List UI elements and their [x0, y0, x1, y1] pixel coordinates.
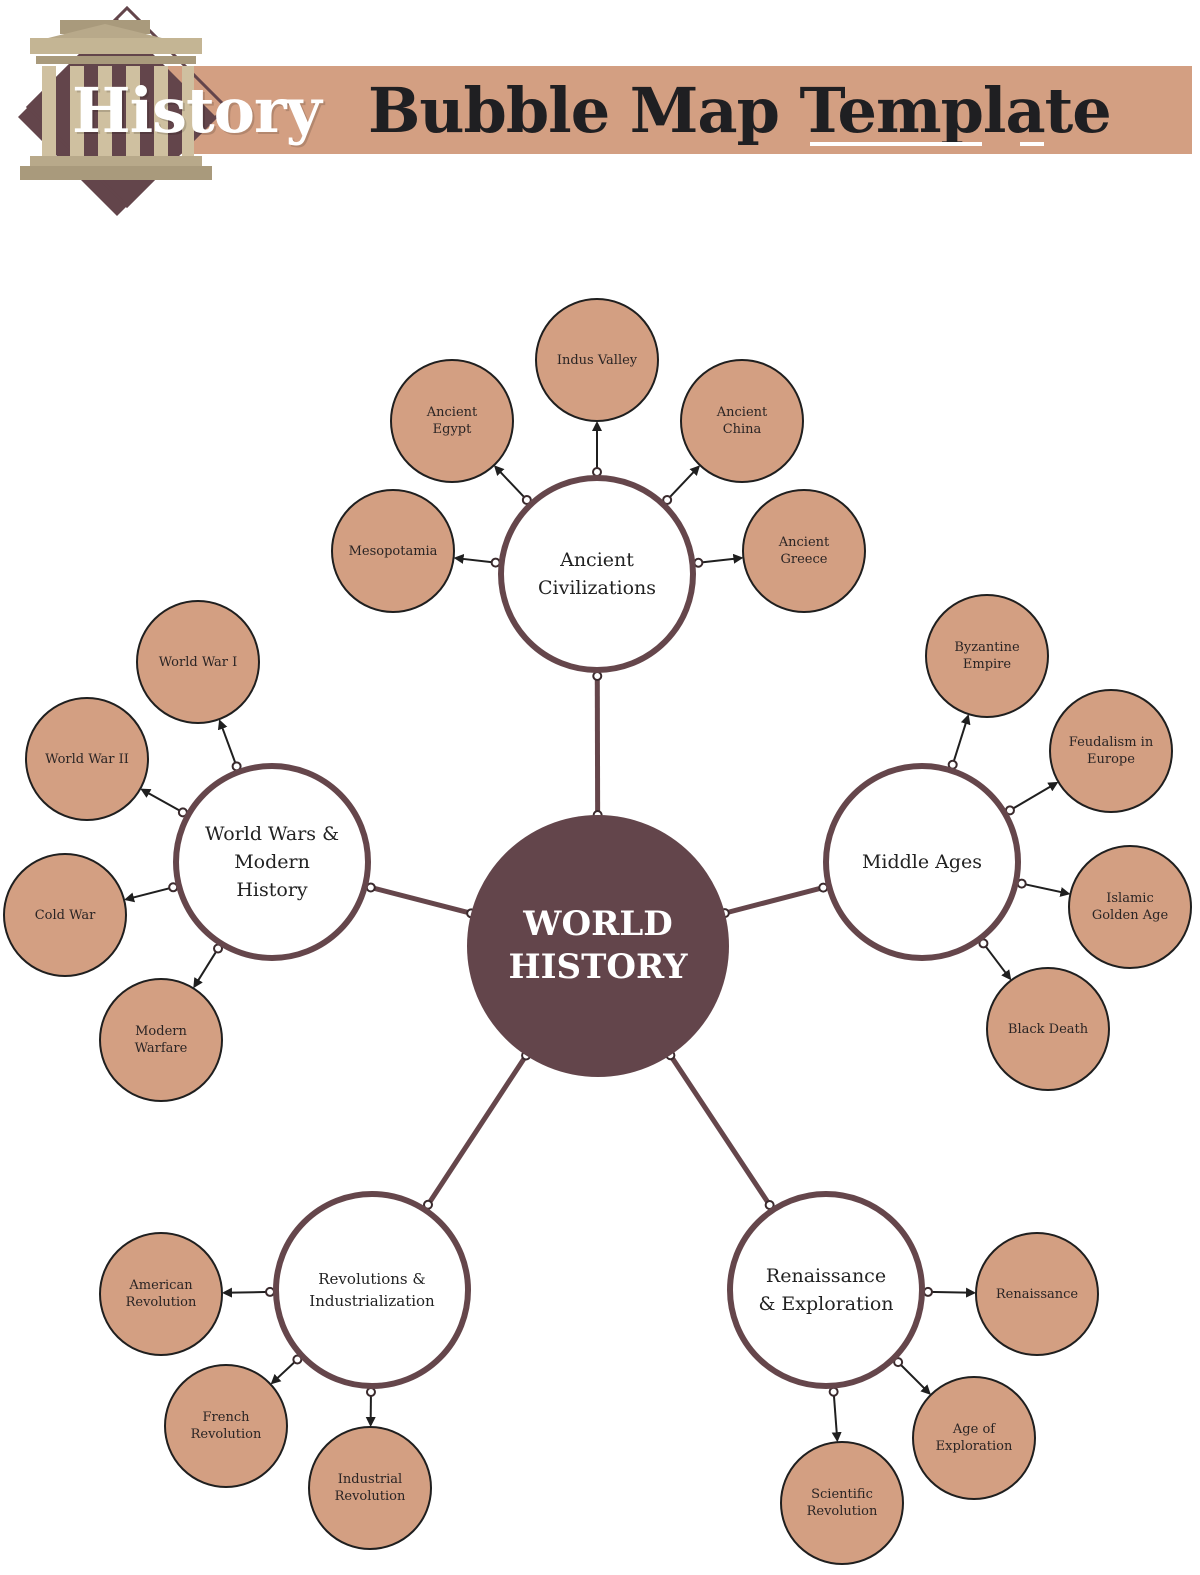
center-label-line2: HISTORY	[508, 947, 688, 987]
subtopic-label: Black Death	[1007, 1021, 1089, 1037]
spoke-line-t3	[425, 1054, 529, 1207]
arrow-s4-2	[124, 886, 174, 903]
subtopic-label: Ancient Egypt	[426, 405, 478, 437]
subtopic-label: Industrial Revolution	[334, 1472, 406, 1504]
topic-label: World Wars & Modern History	[204, 823, 340, 901]
topic-label: Middle Ages	[861, 851, 983, 873]
subtopic-label: Ancient China	[716, 405, 768, 437]
arrow-s0-3	[666, 465, 701, 501]
subtopic-label: Mesopotamia	[348, 543, 438, 559]
spoke-line-t2	[668, 1053, 772, 1207]
subtopic-label: Scientific Revolution	[806, 1487, 878, 1519]
topic-revolutions-industrialization[interactable]: Revolutions & Industrialization	[273, 1191, 471, 1389]
subtopic-label: French Revolution	[190, 1410, 262, 1442]
arrow-s4-1	[140, 788, 184, 814]
spoke-line-t1	[724, 885, 824, 916]
subtopic-world-war-ii[interactable]: World War II	[25, 697, 149, 821]
subtopic-ancient-greece[interactable]: Ancient Greece	[742, 489, 866, 613]
arrow-s4-0	[217, 719, 238, 767]
subtopic-american-revolution[interactable]: American Revolution	[99, 1232, 223, 1356]
arrow-anchor-dot	[365, 1386, 376, 1397]
arrow-s1-2	[1021, 882, 1071, 897]
subtopic-label: World War I	[158, 654, 238, 670]
topic-label: Revolutions & Industrialization	[309, 1270, 435, 1310]
title-underline	[810, 142, 982, 146]
topic-middle-ages[interactable]: Middle Ages	[823, 763, 1021, 961]
subtopic-label: Feudalism in Europe	[1068, 735, 1154, 767]
arrow-s0-4	[698, 553, 744, 564]
subtopic-label: Cold War	[34, 907, 96, 923]
subtopic-modern-warfare[interactable]: Modern Warfare	[99, 978, 223, 1102]
banner-strip	[70, 66, 1192, 154]
subtopic-label: Indus Valley	[556, 352, 638, 368]
subtopic-feudalism-in-europe[interactable]: Feudalism in Europe	[1049, 689, 1173, 813]
temple-icon	[20, 20, 212, 180]
subtopic-scientific-revolution[interactable]: Scientific Revolution	[780, 1441, 904, 1565]
subtopic-label: World War II	[45, 751, 129, 767]
spoke-line-t4	[370, 885, 472, 916]
arrow-s2-2	[831, 1391, 842, 1443]
arrow-s1-3	[982, 942, 1012, 981]
topic-label: Ancient Civilizations	[537, 549, 657, 599]
subtopic-industrial-revolution[interactable]: Industrial Revolution	[308, 1426, 432, 1550]
subtopic-label: Islamic Golden Age	[1091, 891, 1169, 923]
arrow-s4-3	[193, 948, 219, 989]
subtopic-cold-war[interactable]: Cold War	[3, 853, 127, 977]
subtopic-age-of-exploration[interactable]: Age of Exploration	[912, 1376, 1036, 1500]
subtopic-mesopotamia[interactable]: Mesopotamia	[331, 489, 455, 613]
subtopic-ancient-china[interactable]: Ancient China	[680, 359, 804, 483]
subtopic-ancient-egypt[interactable]: Ancient Egypt	[390, 359, 514, 483]
center-label-line1: WORLD	[523, 904, 673, 944]
subtopic-black-death[interactable]: Black Death	[986, 967, 1110, 1091]
arrow-anchor-dot	[893, 1357, 904, 1368]
subtopic-byzantine-empire[interactable]: Byzantine Empire	[925, 594, 1049, 718]
arrow-s2-0	[927, 1287, 977, 1298]
arrow-anchor-dot	[922, 1286, 933, 1297]
arrow-s0-1	[493, 465, 528, 501]
subtopic-islamic-golden-age[interactable]: Islamic Golden Age	[1068, 845, 1192, 969]
topic-label: Renaissance & Exploration	[758, 1265, 894, 1315]
arrow-s3-1	[270, 1358, 299, 1385]
subtopic-label: Age of Exploration	[935, 1422, 1013, 1454]
arrow-s1-1	[1009, 781, 1059, 812]
arrow-s2-1	[897, 1361, 931, 1395]
subtopic-french-revolution[interactable]: French Revolution	[164, 1364, 288, 1488]
header-banner	[18, 5, 1192, 216]
title-bubble-map-template: Bubble Map Template	[368, 74, 1112, 147]
subtopic-label: American Revolution	[125, 1278, 197, 1310]
subtopic-world-war-i[interactable]: World War I	[136, 600, 260, 724]
subtopic-indus-valley[interactable]: Indus Valley	[535, 298, 659, 422]
topic-renaissance-exploration[interactable]: Renaissance & Exploration	[727, 1191, 925, 1389]
title-underline-short	[1020, 142, 1044, 146]
title-history: History	[72, 74, 322, 147]
arrow-anchor-dot	[828, 1386, 839, 1397]
arrow-s3-0	[221, 1287, 271, 1298]
subtopic-label: Byzantine Empire	[954, 640, 1020, 672]
spoke-anchor-topic	[592, 670, 603, 681]
arrow-s0-0	[453, 553, 496, 564]
arrow-s1-0	[951, 714, 971, 766]
topic-ancient-civilizations[interactable]: Ancient Civilizations	[498, 475, 696, 673]
subtopic-label: Renaissance	[995, 1286, 1079, 1302]
topic-world-wars-modern-history[interactable]: World Wars & Modern History	[173, 763, 371, 961]
subtopic-label: Ancient Greece	[778, 535, 830, 567]
subtopic-label: Modern Warfare	[134, 1024, 188, 1056]
subtopic-renaissance[interactable]: Renaissance	[975, 1232, 1099, 1356]
